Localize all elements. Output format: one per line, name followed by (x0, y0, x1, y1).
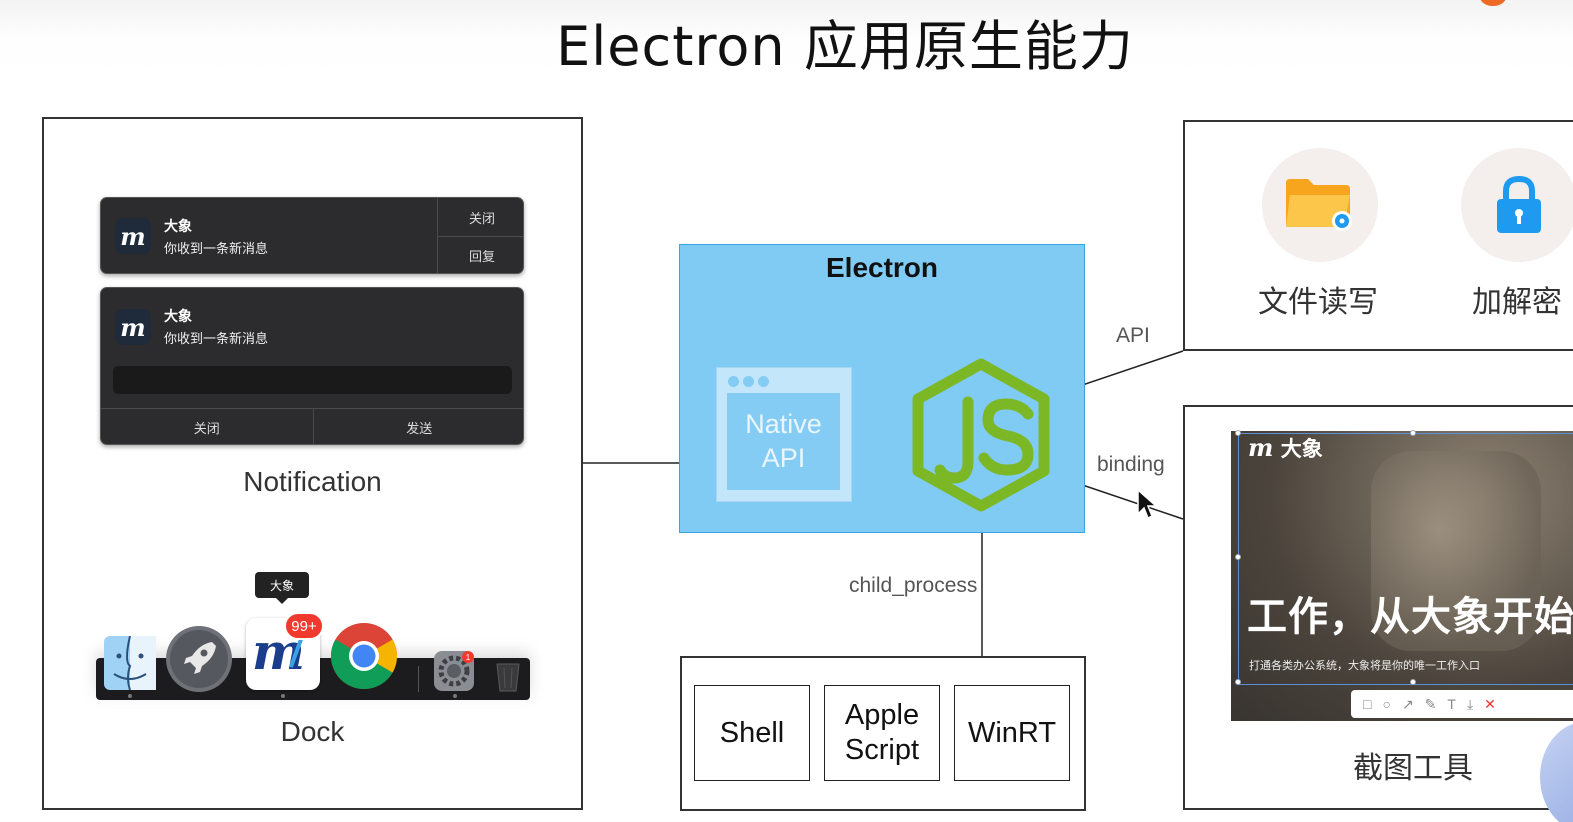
notification-card-input[interactable]: m 大象 你收到一条新消息 关闭 发送 (100, 287, 524, 445)
native-api-line1: Native (745, 408, 822, 439)
system-preferences-gear-icon[interactable]: 1 (433, 650, 475, 692)
mouse-cursor-icon (1137, 488, 1158, 520)
window-dot (758, 376, 769, 387)
corner-dot (1480, 0, 1506, 6)
crypto-label: 加解密 (1472, 285, 1562, 320)
shot-brand-text: 大象 (1280, 437, 1323, 461)
window-dot (728, 376, 739, 387)
dock-indicator (128, 694, 132, 698)
selection-handle[interactable] (1410, 430, 1416, 436)
text-icon[interactable]: T (1447, 696, 1456, 712)
selection-frame[interactable] (1238, 433, 1573, 685)
native-api-label: Native API (727, 393, 840, 490)
launchpad-rocket-icon[interactable] (164, 624, 234, 694)
file-rw-label: 文件读写 (1258, 285, 1378, 320)
close-icon[interactable]: ✕ (1484, 695, 1496, 712)
api-edge-label: API (1116, 324, 1150, 347)
download-icon[interactable]: ⤓ (1466, 695, 1474, 712)
svg-text:1: 1 (466, 653, 471, 662)
dock-tooltip: 大象 (255, 572, 309, 604)
reply-input[interactable] (113, 366, 512, 394)
arrow-icon[interactable]: ↗ (1401, 695, 1414, 712)
notification-actions: 关闭 回复 (437, 198, 523, 273)
screenshot-toolbar: □ ○ ↗ ✎ T ⤓ ✕ (1351, 690, 1573, 718)
selection-handle[interactable] (1235, 679, 1241, 685)
dock-indicator (281, 694, 285, 698)
dock-caption: Dock (280, 716, 345, 747)
daxiang-logo-icon: m (1248, 433, 1274, 462)
screenshot-preview (1231, 431, 1573, 721)
trash-icon[interactable] (494, 660, 522, 692)
folder-icon (1286, 179, 1352, 231)
pen-icon[interactable]: ✎ (1424, 695, 1437, 712)
screenshot-tool-label: 截图工具 (1353, 751, 1473, 786)
notification-title: 大象 (164, 309, 192, 325)
notification-message: 你收到一条新消息 (164, 242, 269, 257)
shot-brand: m 大象 (1248, 433, 1323, 463)
notification-caption: Notification (243, 466, 382, 497)
reply-button[interactable]: 回复 (438, 236, 523, 273)
notification-card-reply[interactable]: m 大象 你收到一条新消息 关闭 回复 (100, 197, 524, 274)
electron-label: Electron (825, 252, 939, 283)
finder-icon[interactable] (104, 636, 156, 690)
unread-badge: 99+ (284, 612, 324, 640)
dock-indicator (453, 694, 457, 698)
native-api-line2: API (761, 442, 806, 473)
selection-handle[interactable] (1410, 679, 1416, 685)
circle-icon[interactable]: ○ (1382, 696, 1391, 712)
notification-message: 你收到一条新消息 (164, 332, 269, 347)
nodejs-logo-icon (912, 358, 1050, 512)
window-dot (743, 376, 754, 387)
child-process-box (680, 656, 1086, 811)
shot-subline: 打通各类办公系统，大象将是你的唯一工作入口 (1249, 659, 1480, 672)
rect-icon[interactable]: □ (1363, 696, 1372, 712)
selection-handle[interactable] (1235, 430, 1241, 436)
close-button[interactable]: 关闭 (468, 211, 495, 227)
shell-box: Shell (694, 685, 810, 781)
shot-headline: 工作，从大象开始 (1247, 594, 1573, 640)
winrt-box: WinRT (954, 685, 1070, 781)
child-process-edge-label: child_process (849, 574, 978, 597)
daxiang-app-icon: m (115, 218, 151, 254)
send-button[interactable]: 发送 (312, 409, 524, 444)
chrome-icon[interactable] (330, 622, 398, 690)
binding-edge-label: binding (1097, 453, 1165, 476)
lock-icon (1497, 175, 1541, 233)
page-title: Electron 应用原生能力 (556, 15, 1134, 78)
notification-footer: 关闭 发送 (101, 408, 524, 444)
mug-shape (1371, 451, 1541, 651)
daxiang-app-icon: m (115, 309, 151, 345)
dock-separator (418, 666, 419, 692)
notification-title: 大象 (164, 219, 192, 235)
close-button[interactable]: 关闭 (193, 422, 220, 437)
selection-handle[interactable] (1235, 554, 1241, 560)
